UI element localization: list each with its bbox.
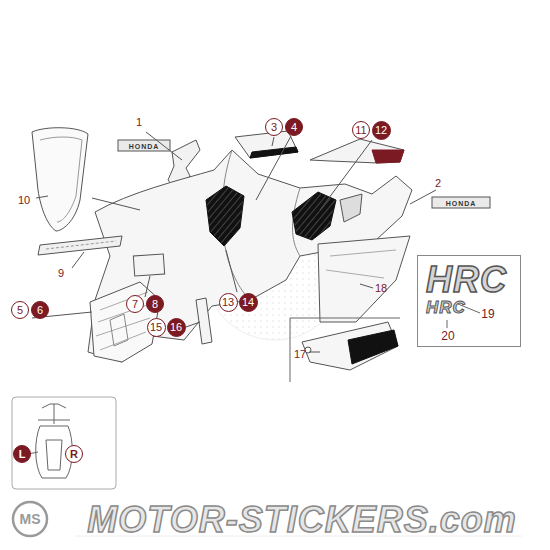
callout-number: 18 (375, 283, 387, 294)
callout-number: 1 (136, 117, 142, 128)
callout-number: 13 (222, 297, 234, 308)
decal-logo: HRC (426, 299, 466, 316)
callout-number: R (70, 449, 78, 460)
logo-mark: MS (20, 512, 41, 526)
callout-circle: 13 (219, 293, 238, 312)
callout-circle: L (13, 445, 31, 463)
callout-number: L (19, 449, 26, 460)
callout-circle: 12 (372, 121, 391, 140)
callout-number: 20 (441, 330, 454, 342)
callout-number: 3 (271, 122, 277, 133)
callout-circle: 11 (352, 121, 370, 139)
decal-panel: HRCHRC 19 20 (417, 255, 521, 347)
callout-circle: 3 (265, 118, 283, 136)
callout-number: 12 (375, 125, 387, 136)
decal-text: HONDA (446, 200, 477, 207)
callout-number: 16 (170, 322, 182, 333)
decal-text: HONDA (129, 143, 160, 150)
callout-number: 11 (355, 125, 366, 136)
watermark: MOTOR-STICKERS.com (87, 502, 516, 538)
callout-number: 5 (17, 305, 23, 316)
decal-logo: HRC (426, 262, 507, 298)
callout-number: 17 (294, 349, 306, 360)
callout-circle: 14 (239, 293, 258, 312)
callout-number: 19 (481, 308, 494, 320)
callout-circle: 4 (285, 118, 303, 136)
callout-number: 2 (435, 178, 441, 189)
callout-number: 4 (291, 122, 297, 133)
callout-number: 15 (150, 322, 162, 333)
callout-circle: 6 (31, 301, 49, 319)
callout-number: 7 (132, 299, 138, 310)
callout-number: 9 (58, 268, 64, 279)
callout-circle: 8 (146, 295, 164, 313)
callout-circle: 16 (167, 318, 186, 337)
callout-circle: 7 (126, 295, 144, 313)
callout-number: 8 (152, 299, 158, 310)
callout-number: 10 (18, 195, 30, 206)
callout-number: 14 (242, 297, 254, 308)
callout-circle: 15 (147, 318, 166, 337)
callout-number: 6 (37, 305, 43, 316)
callout-circle: 5 (11, 301, 29, 319)
callout-circle: R (65, 445, 83, 463)
